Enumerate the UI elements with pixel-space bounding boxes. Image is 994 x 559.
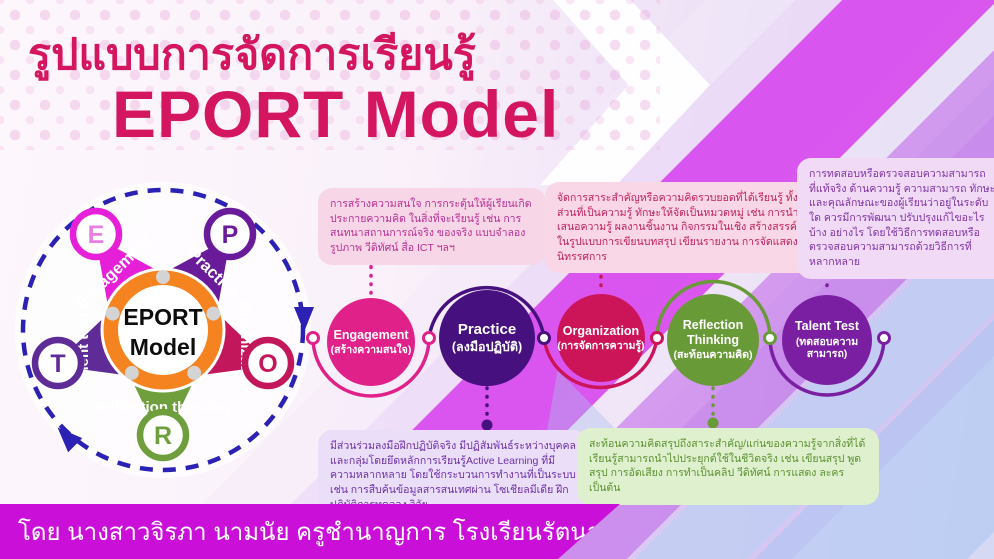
cycle-arrow-icon: [57, 427, 83, 453]
badge-letter-e: E: [88, 221, 105, 249]
step-thai: (การจัดการความรู้): [557, 339, 645, 352]
wedge-label-reflection: Reflection thinking: [96, 399, 231, 416]
step-name: Reflection Thinking: [682, 318, 744, 347]
step-circle-talent: Talent Test (ทดสอบความสามารถ): [782, 295, 872, 385]
badge-letter-o: O: [258, 350, 277, 378]
badge-t: [31, 336, 85, 390]
arc-practice: [427, 285, 546, 339]
arc-organization: [542, 337, 659, 390]
step-circle-practice: Practice (ลงมือปฏิบัติ): [439, 290, 535, 386]
footer-credit-bar: โดย นางสาวจิรภา นามนัย ครูชำนาญการ โรงเร…: [0, 504, 620, 559]
page-title-thai: รูปแบบการจัดการเรียนรู้: [28, 31, 476, 79]
badge-letter-p: P: [222, 221, 239, 249]
arc-talent: [768, 337, 886, 397]
step-name: Practice: [457, 320, 517, 338]
step-circle-organization: Organization (การจัดการความรู้): [557, 294, 645, 382]
process-chain: [306, 255, 891, 431]
badge-letter-r: R: [154, 422, 172, 450]
badge-o: [241, 336, 295, 390]
step-name: Organization: [562, 323, 640, 338]
hub-title-line1: EPORT: [123, 304, 202, 330]
arc-reflection: [655, 279, 772, 339]
badge-r: [136, 408, 190, 462]
step-thai: (สะท้อนความคิด): [673, 349, 753, 362]
arc-engagement: [311, 337, 431, 398]
note-engagement: การสร้างความสนใจ การกระตุ้นให้ผู้เรียนเก…: [318, 188, 546, 265]
cycle-arrow-icon: [294, 307, 314, 332]
hub-title-line2: Model: [130, 334, 196, 360]
chain-nodes: [306, 331, 891, 345]
page-title-english: EPORT Model: [112, 77, 560, 151]
hub-dots: [105, 270, 221, 380]
dashed-cycle-ring: [20, 187, 306, 473]
step-name: Engagement: [333, 327, 409, 342]
badge-letter-t: T: [50, 350, 65, 378]
note-organization: จัดการสาระสำคัญหรือความคิดรวบยอดที่ได้เร…: [545, 182, 815, 274]
note-reflection: สะท้อนความคิดสรุปถึงสาระสำคัญ/แก่นของควา…: [577, 428, 879, 505]
eport-model-pentagon: Engagement Practice Organization Reflect…: [15, 182, 314, 478]
halftone-dots: [0, 0, 660, 150]
badge-p: [203, 207, 257, 261]
footer-credit-text: โดย นางสาวจิรภา นามนัย ครูชำนาญการ โรงเร…: [18, 519, 667, 546]
step-thai: (สร้างความสนใจ): [330, 343, 412, 356]
badge-e: [69, 207, 123, 261]
step-thai: (ลงมือปฏิบัติ): [451, 340, 523, 355]
note-talent-test: การทดสอบหรือตรวจสอบความสามารถที่แท้จริง …: [797, 158, 994, 279]
step-thai: (ทดสอบความสามารถ): [795, 335, 859, 361]
step-name: Talent Test: [794, 319, 860, 334]
step-circle-reflection: Reflection Thinking (สะท้อนความคิด): [667, 294, 759, 386]
step-circle-engagement: Engagement (สร้างความสนใจ): [327, 298, 415, 386]
hub-center: [118, 285, 208, 375]
